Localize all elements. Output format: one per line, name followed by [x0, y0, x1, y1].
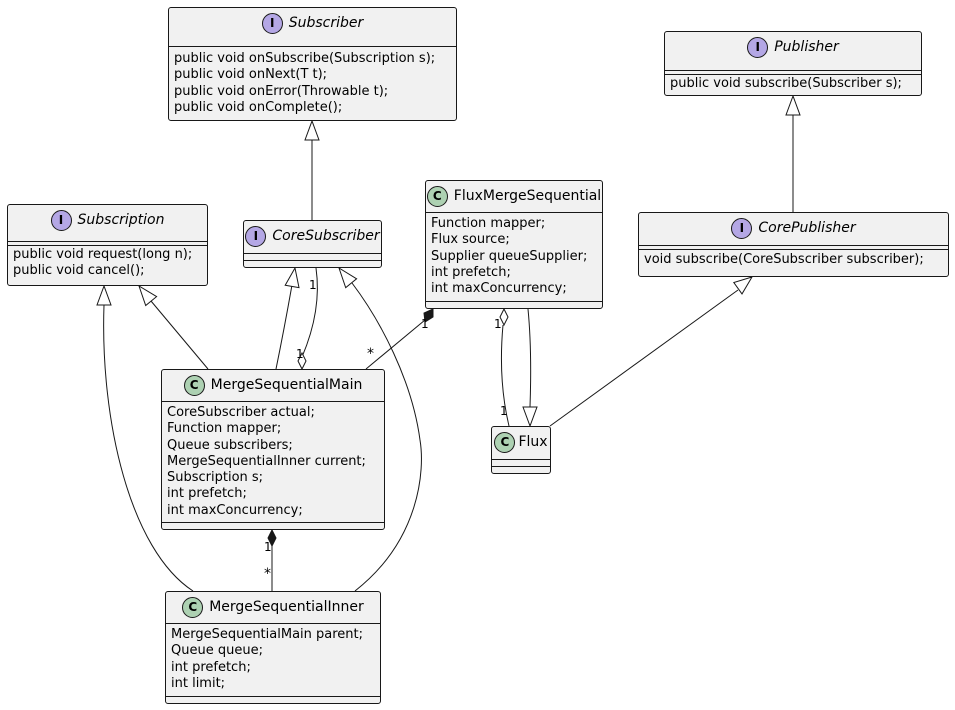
interface-subscription: I Subscription public void request(long …: [7, 204, 208, 286]
member: public void onSubscribe(Subscription s);: [174, 51, 436, 66]
class-mergesequentialmain: C MergeSequentialMain CoreSubscriber act…: [161, 369, 385, 530]
publisher-methods: public void subscribe(Subscriber s);: [670, 76, 919, 92]
mult-composition-fms-end: 1: [421, 317, 429, 331]
mult-aggregation-flux-end: 1: [500, 404, 508, 418]
member: int prefetch;: [167, 486, 247, 502]
corepublisher-title: CorePublisher: [758, 220, 856, 236]
member: public void request(long n);: [13, 247, 193, 262]
edge-inner-coresubscriber: [338, 266, 422, 592]
class-badge-icon: C: [426, 185, 448, 207]
mergesequentialmain-fields: CoreSubscriber actual; Function mapper; …: [167, 405, 382, 519]
class-badge-icon: C: [182, 596, 204, 618]
interface-badge-icon: I: [261, 12, 283, 34]
member: Queue queue;: [171, 643, 263, 659]
member: CoreSubscriber actual;: [167, 405, 315, 420]
edge-inner-subscription: [96, 284, 194, 592]
member: MergeSequentialInner current;: [167, 453, 366, 469]
interface-coresubscriber: I CoreSubscriber: [243, 220, 382, 268]
subscription-title: Subscription: [77, 212, 165, 228]
class-badge-icon: C: [494, 431, 516, 453]
member: Queue subscribers;: [167, 437, 293, 453]
class-flux: C Flux: [491, 426, 551, 474]
member: void subscribe(CoreSubscriber subscriber…: [644, 252, 924, 267]
edge-main-coresubscriber-aggregation: [297, 267, 318, 371]
member: int prefetch;: [171, 659, 251, 675]
class-badge-icon: C: [183, 374, 205, 396]
interface-corepublisher: I CorePublisher void subscribe(CoreSubsc…: [638, 212, 949, 277]
mult-composition-main-inner-start: 1: [264, 540, 272, 554]
edge-flux-corepublisher: [549, 276, 754, 427]
interface-badge-icon: I: [747, 36, 769, 58]
member: public void subscribe(Subscriber s);: [670, 76, 902, 91]
mergesequentialinner-title: MergeSequentialInner: [209, 599, 364, 615]
edge-main-coresubscriber-inherit: [275, 266, 300, 370]
mult-composition-main-end: *: [367, 346, 374, 362]
coresubscriber-title: CoreSubscriber: [272, 228, 380, 244]
member: public void cancel();: [13, 263, 145, 279]
member: int maxConcurrency;: [167, 502, 303, 518]
mult-aggregation-main-end: 1: [296, 347, 304, 361]
interface-publisher: I Publisher public void subscribe(Subscr…: [664, 31, 922, 96]
edge-corepublisher-publisher: [785, 94, 801, 212]
member: public void onError(Throwable t);: [174, 83, 389, 99]
member: int maxConcurrency;: [431, 281, 567, 297]
subscriber-title: Subscriber: [288, 15, 364, 31]
mult-aggregation-fms-end: 1: [494, 317, 502, 331]
member: public void onComplete();: [174, 99, 343, 115]
member: Flux source;: [431, 232, 510, 248]
edge-main-subscription: [138, 284, 209, 370]
edge-fms-flux-aggregation: [499, 307, 510, 427]
mergesequentialmain-title: MergeSequentialMain: [210, 377, 363, 393]
interface-subscriber: I Subscriber public void onSubscribe(Sub…: [168, 7, 457, 121]
interface-badge-icon: I: [50, 209, 72, 231]
interface-badge-icon: I: [731, 217, 753, 239]
edge-fms-flux-inherit: [522, 308, 538, 428]
member: Function mapper;: [431, 216, 546, 231]
flux-title: Flux: [518, 434, 548, 450]
subscriber-methods: public void onSubscribe(Subscription s);…: [174, 51, 454, 116]
member: Supplier queueSupplier;: [431, 248, 588, 264]
mergesequentialinner-fields: MergeSequentialMain parent; Queue queue;…: [171, 627, 378, 692]
mult-aggregation-coresubscriber-end: 1: [309, 278, 317, 292]
member: Subscription s;: [167, 470, 264, 486]
member: Function mapper;: [167, 421, 282, 437]
member: MergeSequentialMain parent;: [171, 627, 364, 642]
fluxmergesequential-fields: Function mapper; Flux source; Supplier q…: [431, 216, 600, 297]
class-fluxmergesequential: C FluxMergeSequential Function mapper; F…: [425, 180, 603, 309]
member: int prefetch;: [431, 264, 511, 280]
edge-fms-main-composition: [365, 308, 434, 370]
member: int limit;: [171, 675, 226, 691]
edge-main-inner-composition: [267, 528, 277, 591]
fluxmergesequential-title: FluxMergeSequential: [453, 188, 602, 204]
mult-composition-inner-end: *: [264, 566, 271, 582]
member: public void onNext(T t);: [174, 67, 328, 83]
subscription-methods: public void request(long n); public void…: [13, 247, 205, 280]
interface-badge-icon: I: [245, 225, 267, 247]
corepublisher-methods: void subscribe(CoreSubscriber subscriber…: [644, 252, 946, 268]
edge-coresubscriber-subscriber: [304, 119, 320, 220]
class-mergesequentialinner: C MergeSequentialInner MergeSequentialMa…: [165, 591, 381, 704]
publisher-title: Publisher: [774, 39, 839, 55]
